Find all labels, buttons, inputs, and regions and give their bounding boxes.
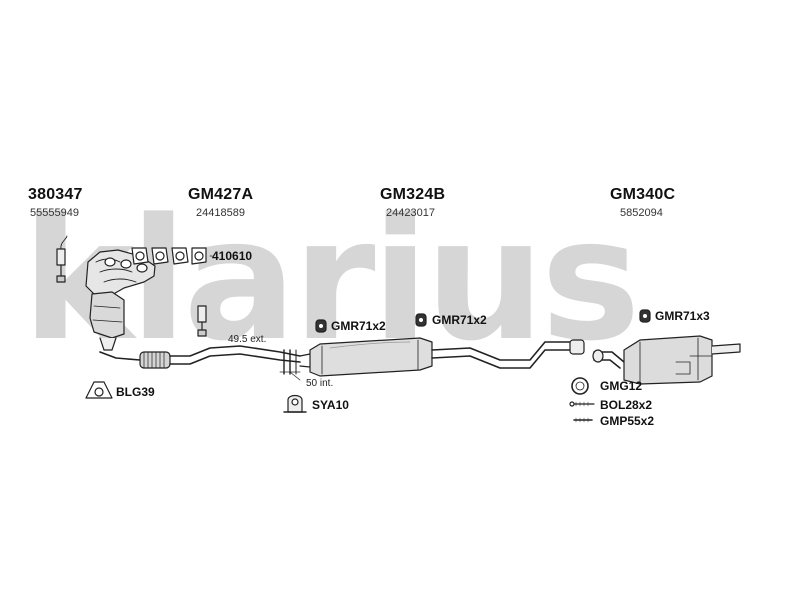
part-code-center-silencer: GM324B (380, 186, 446, 203)
part-number-catalyst: 55555949 (30, 207, 79, 219)
part-code-catalyst: 380347 (28, 186, 83, 203)
part-number-center-silencer: 24423017 (386, 207, 435, 219)
bolt-icon (569, 401, 595, 407)
part-number-rear-silencer: 5852094 (620, 207, 663, 219)
hanger-b-label: GMR71x2 (432, 313, 487, 327)
rubber-hanger-c-icon (639, 309, 651, 323)
catalyst-manifold-icon (85, 249, 156, 351)
sealing-ring-label: GMG12 (600, 379, 643, 393)
rubber-hanger-a-icon (315, 319, 327, 333)
bracket-label: SYA10 (312, 398, 349, 412)
bolt-label: BOL28x2 (600, 398, 653, 412)
rubber-hanger-b-icon (415, 313, 427, 327)
lambda-sensor-2-icon (197, 305, 207, 337)
clamp-icon (85, 381, 113, 399)
part-code-rear-silencer: GM340C (610, 186, 676, 203)
center-silencer-icon (299, 337, 585, 377)
ext-length-note: 49.5 ext. (228, 334, 267, 345)
mount-label: GMP55x2 (600, 414, 655, 428)
bracket-icon (283, 394, 307, 413)
lambda-sensor-icon (56, 235, 68, 283)
hanger-a-label: GMR71x2 (331, 319, 386, 333)
gasket-set-label: 410610 (212, 249, 253, 263)
int-length-note: 50 int. (306, 378, 334, 389)
mount-icon (573, 417, 593, 423)
part-code-front-pipe: GM427A (188, 186, 254, 203)
sealing-ring-icon (571, 377, 589, 395)
rear-silencer-icon (592, 335, 741, 385)
front-pipe-icon (99, 345, 301, 369)
hanger-c-label: GMR71x3 (655, 309, 710, 323)
part-number-front-pipe: 24418589 (196, 207, 245, 219)
gasket-set-icon (131, 247, 207, 265)
clamp-label: BLG39 (116, 385, 155, 399)
